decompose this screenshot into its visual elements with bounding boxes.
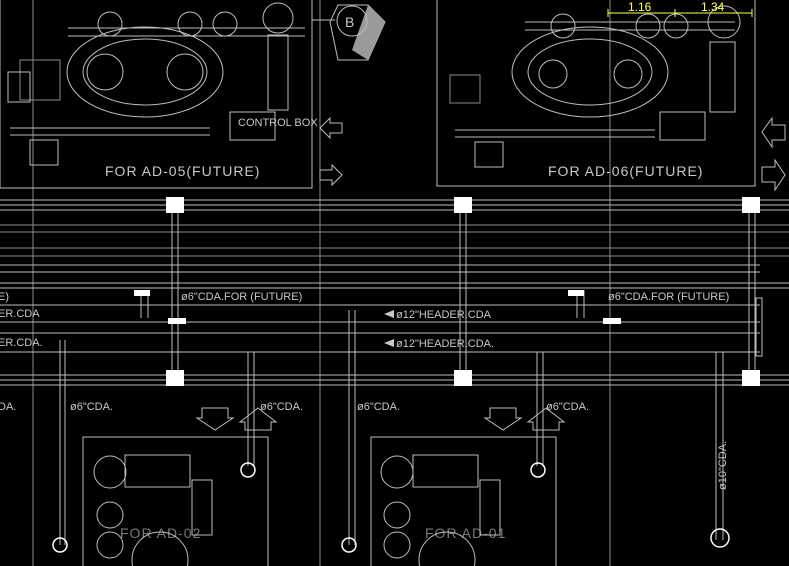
label-drop-4: ø6"CDA. bbox=[546, 401, 589, 413]
section-marker-b[interactable]: B bbox=[312, 4, 386, 61]
label-cda-future-edge: E) bbox=[0, 291, 9, 303]
valve-icons bbox=[52, 462, 730, 553]
unit-label-ad06: FOR AD-06(FUTURE) bbox=[548, 163, 703, 179]
pipe-clamps bbox=[134, 197, 760, 386]
label-header-upper-edge: ER.CDA bbox=[0, 308, 40, 320]
arrow-right-icon bbox=[319, 163, 343, 187]
pipe-labels: E) ø6"CDA.FOR (FUTURE) ø6"CDA.FOR (FUTUR… bbox=[0, 291, 729, 490]
label-drop-1: ø6"CDA. bbox=[70, 401, 113, 413]
dimension-1: 1.16 bbox=[628, 0, 652, 14]
dimension-2: 1.34 bbox=[701, 0, 725, 14]
label-drop-edge: DA. bbox=[0, 401, 16, 413]
label-header-lower-edge: ER.CDA. bbox=[0, 337, 43, 349]
arrow-left-icon bbox=[319, 116, 343, 140]
unit-bottom-right[interactable]: FOR AD-01 bbox=[370, 436, 557, 566]
label-cda-future-left: ø6"CDA.FOR (FUTURE) bbox=[181, 291, 302, 303]
unit-label-bottom-right: FOR AD-01 bbox=[425, 525, 506, 541]
arrow-right-icon bbox=[761, 158, 786, 192]
arrow-left-icon bbox=[761, 116, 786, 149]
label-drop-3: ø6"CDA. bbox=[357, 401, 400, 413]
label-drop-2: ø6"CDA. bbox=[260, 401, 303, 413]
label-header-upper: ø12"HEADER.CDA bbox=[396, 309, 492, 321]
pipe-rack[interactable] bbox=[0, 199, 789, 386]
flow-arrows bbox=[195, 407, 566, 431]
section-marker-label: B bbox=[345, 14, 355, 30]
unit-ad06[interactable]: 1.16 1.34 FOR AD-06(FUTURE) bbox=[436, 0, 756, 187]
label-riser-10: ø10"CDA. bbox=[717, 441, 729, 490]
unit-label-bottom-left: FOR AD-02 bbox=[120, 525, 201, 541]
unit-bottom-left[interactable]: FOR AD-02 bbox=[82, 436, 269, 566]
unit-label-ad05: FOR AD-05(FUTURE) bbox=[105, 163, 260, 179]
label-cda-future-right: ø6"CDA.FOR (FUTURE) bbox=[608, 291, 729, 303]
control-box-label: CONTROL BOX bbox=[238, 117, 318, 129]
label-header-lower: ø12"HEADER.CDA. bbox=[396, 338, 494, 350]
unit-ad05[interactable]: CONTROL BOX FOR AD-05(FUTURE) bbox=[0, 0, 318, 189]
